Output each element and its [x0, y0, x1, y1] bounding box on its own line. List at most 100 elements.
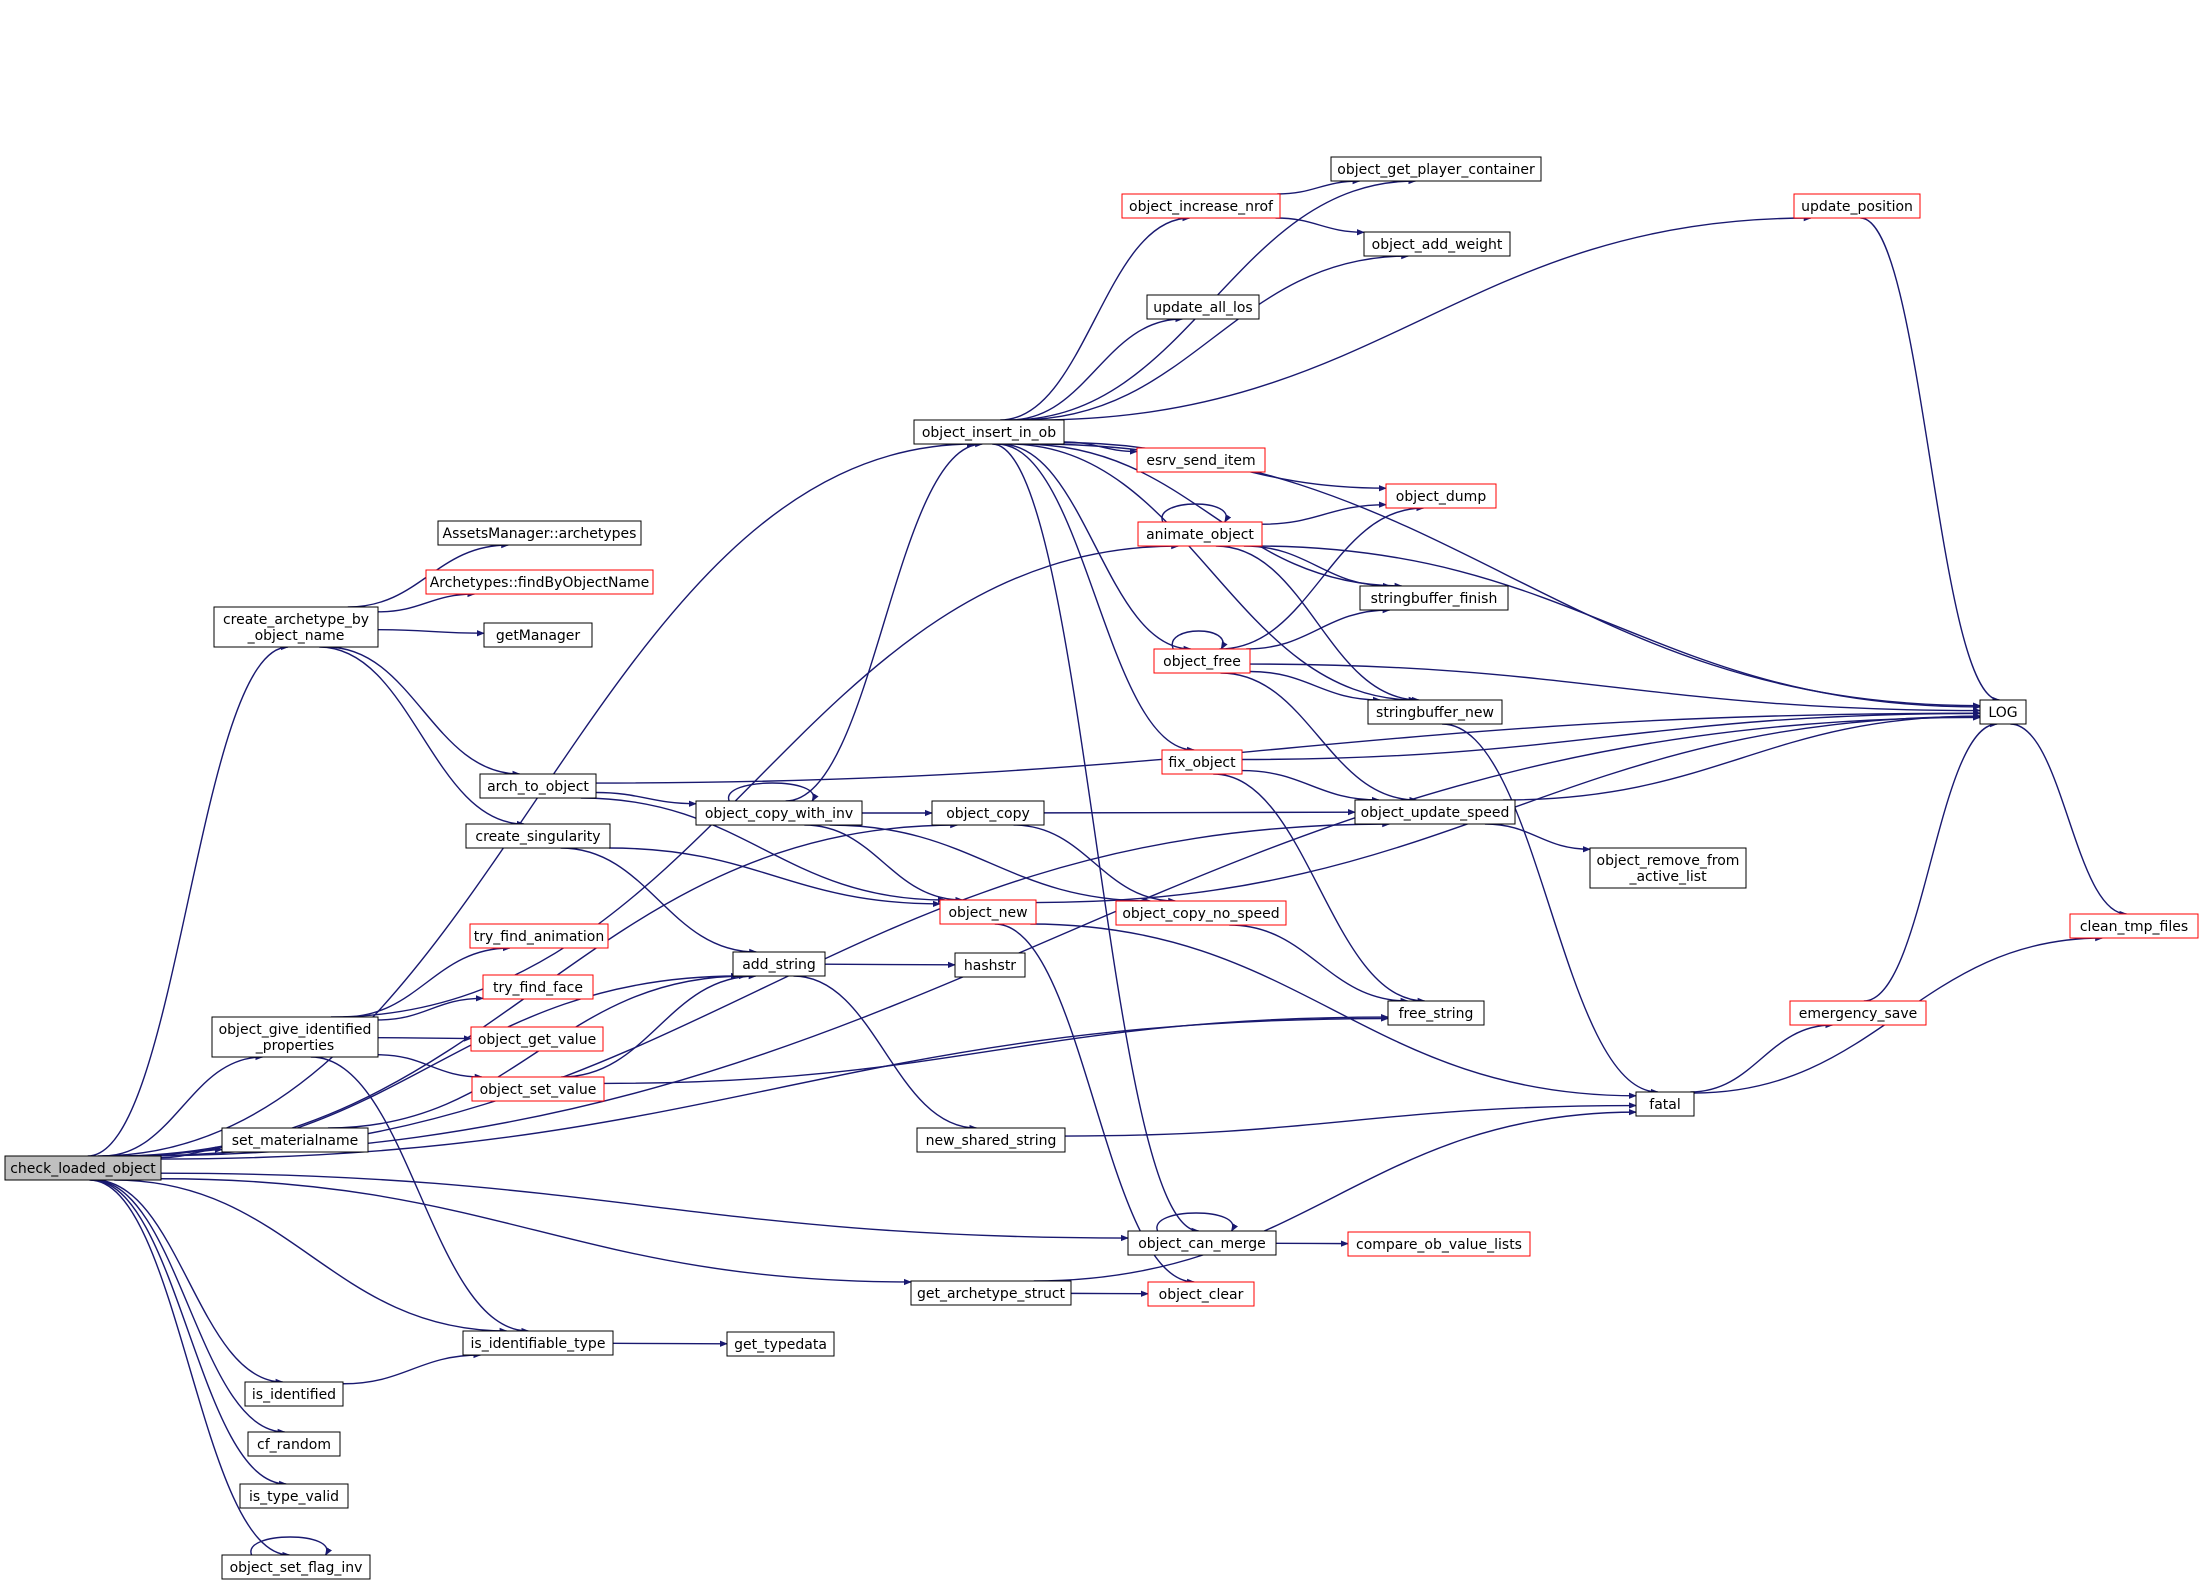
node-object_free[interactable]: object_free: [1153, 648, 1251, 674]
node-box-object_dump[interactable]: [1385, 483, 1497, 509]
node-update_position[interactable]: update_position: [1793, 193, 1921, 219]
node-create_archetype_by_object_name[interactable]: create_archetype_by_object_name: [213, 606, 379, 648]
node-object_set_value[interactable]: object_set_value: [471, 1076, 605, 1102]
node-box-create_singularity[interactable]: [465, 823, 611, 849]
node-box-esrv_send_item[interactable]: [1136, 447, 1266, 473]
node-box-stringbuffer_new[interactable]: [1367, 699, 1503, 725]
node-arch_to_object[interactable]: arch_to_object: [479, 773, 597, 799]
node-box-object_get_value[interactable]: [470, 1026, 604, 1052]
node-add_string[interactable]: add_string: [732, 951, 826, 977]
node-box-object_copy[interactable]: [931, 800, 1045, 826]
node-box-is_identified[interactable]: [244, 1381, 344, 1407]
node-box-fix_object[interactable]: [1161, 749, 1243, 775]
node-box-object_update_speed[interactable]: [1354, 799, 1516, 825]
node-box-object_get_player_container[interactable]: [1330, 156, 1542, 182]
node-box-compare_ob_value_lists[interactable]: [1347, 1231, 1531, 1257]
node-get_archetype_struct[interactable]: get_archetype_struct: [910, 1280, 1072, 1306]
node-set_materialname[interactable]: set_materialname: [221, 1127, 369, 1153]
node-box-get_typedata[interactable]: [726, 1331, 835, 1357]
node-object_dump[interactable]: object_dump: [1385, 483, 1497, 509]
node-is_identifiable_type[interactable]: is_identifiable_type: [462, 1330, 614, 1356]
node-box-object_set_value[interactable]: [471, 1076, 605, 1102]
node-box-AssetsManager_archetypes[interactable]: [437, 520, 642, 546]
node-box-create_archetype_by_object_name[interactable]: [213, 606, 379, 648]
node-LOG[interactable]: LOG: [1979, 699, 2027, 725]
node-compare_ob_value_lists[interactable]: compare_ob_value_lists: [1347, 1231, 1531, 1257]
node-box-object_remove_from_active_list[interactable]: [1589, 847, 1747, 889]
node-box-is_type_valid[interactable]: [239, 1483, 349, 1509]
node-object_set_flag_inv[interactable]: object_set_flag_inv: [221, 1554, 371, 1580]
node-object_remove_from_active_list[interactable]: object_remove_from_active_list: [1589, 847, 1747, 889]
node-box-object_increase_nrof[interactable]: [1121, 193, 1281, 219]
node-object_copy_no_speed[interactable]: object_copy_no_speed: [1115, 900, 1287, 926]
node-box-object_copy_with_inv[interactable]: [695, 800, 863, 826]
node-hashstr[interactable]: hashstr: [954, 952, 1026, 978]
node-object_update_speed[interactable]: object_update_speed: [1354, 799, 1516, 825]
node-object_get_value[interactable]: object_get_value: [470, 1026, 604, 1052]
node-stringbuffer_new[interactable]: stringbuffer_new: [1367, 699, 1503, 725]
node-box-animate_object[interactable]: [1137, 521, 1263, 547]
node-box-add_string[interactable]: [732, 951, 826, 977]
node-try_find_face[interactable]: try_find_face: [482, 974, 594, 1000]
node-box-update_all_los[interactable]: [1146, 294, 1260, 320]
node-check_loaded_object[interactable]: check_loaded_object: [4, 1155, 162, 1181]
node-object_clear[interactable]: object_clear: [1147, 1281, 1255, 1307]
node-box-free_string[interactable]: [1387, 1000, 1485, 1026]
node-box-Archetypes_findByObjectName[interactable]: [425, 569, 654, 595]
node-fatal[interactable]: fatal: [1635, 1091, 1695, 1117]
node-object_new[interactable]: object_new: [939, 899, 1037, 925]
node-emergency_save[interactable]: emergency_save: [1789, 1000, 1927, 1026]
node-AssetsManager_archetypes[interactable]: AssetsManager::archetypes: [437, 520, 642, 546]
node-new_shared_string[interactable]: new_shared_string: [916, 1127, 1066, 1153]
node-box-object_can_merge[interactable]: [1127, 1230, 1277, 1256]
node-update_all_los[interactable]: update_all_los: [1146, 294, 1260, 320]
node-box-arch_to_object[interactable]: [479, 773, 597, 799]
node-box-check_loaded_object[interactable]: [4, 1155, 162, 1181]
node-box-object_new[interactable]: [939, 899, 1037, 925]
node-Archetypes_findByObjectName[interactable]: Archetypes::findByObjectName: [425, 569, 654, 595]
node-fix_object[interactable]: fix_object: [1161, 749, 1243, 775]
node-getManager[interactable]: getManager: [483, 622, 593, 648]
node-free_string[interactable]: free_string: [1387, 1000, 1485, 1026]
node-animate_object[interactable]: animate_object: [1137, 521, 1263, 547]
node-box-update_position[interactable]: [1793, 193, 1921, 219]
node-is_type_valid[interactable]: is_type_valid: [239, 1483, 349, 1509]
node-box-try_find_animation[interactable]: [469, 923, 609, 949]
node-try_find_animation[interactable]: try_find_animation: [469, 923, 609, 949]
node-box-new_shared_string[interactable]: [916, 1127, 1066, 1153]
node-get_typedata[interactable]: get_typedata: [726, 1331, 835, 1357]
node-is_identified[interactable]: is_identified: [244, 1381, 344, 1407]
node-clean_tmp_files[interactable]: clean_tmp_files: [2069, 913, 2199, 939]
node-box-cf_random[interactable]: [247, 1431, 341, 1457]
node-create_singularity[interactable]: create_singularity: [465, 823, 611, 849]
node-box-stringbuffer_finish[interactable]: [1359, 585, 1509, 611]
node-object_can_merge[interactable]: object_can_merge: [1127, 1230, 1277, 1256]
node-cf_random[interactable]: cf_random: [247, 1431, 341, 1457]
node-esrv_send_item[interactable]: esrv_send_item: [1136, 447, 1266, 473]
node-box-object_copy_no_speed[interactable]: [1115, 900, 1287, 926]
node-object_copy[interactable]: object_copy: [931, 800, 1045, 826]
node-object_give_identified_properties[interactable]: object_give_identified_properties: [211, 1016, 379, 1058]
node-box-object_insert_in_ob[interactable]: [913, 419, 1065, 445]
node-box-object_free[interactable]: [1153, 648, 1251, 674]
node-box-try_find_face[interactable]: [482, 974, 594, 1000]
node-box-get_archetype_struct[interactable]: [910, 1280, 1072, 1306]
node-box-fatal[interactable]: [1635, 1091, 1695, 1117]
node-object_increase_nrof[interactable]: object_increase_nrof: [1121, 193, 1281, 219]
node-box-hashstr[interactable]: [954, 952, 1026, 978]
node-box-set_materialname[interactable]: [221, 1127, 369, 1153]
node-stringbuffer_finish[interactable]: stringbuffer_finish: [1359, 585, 1509, 611]
node-object_insert_in_ob[interactable]: object_insert_in_ob: [913, 419, 1065, 445]
node-box-getManager[interactable]: [483, 622, 593, 648]
node-box-LOG[interactable]: [1979, 699, 2027, 725]
node-box-is_identifiable_type[interactable]: [462, 1330, 614, 1356]
node-object_copy_with_inv[interactable]: object_copy_with_inv: [695, 800, 863, 826]
node-box-object_clear[interactable]: [1147, 1281, 1255, 1307]
node-object_add_weight[interactable]: object_add_weight: [1363, 231, 1511, 257]
node-object_get_player_container[interactable]: object_get_player_container: [1330, 156, 1542, 182]
node-box-object_add_weight[interactable]: [1363, 231, 1511, 257]
node-box-emergency_save[interactable]: [1789, 1000, 1927, 1026]
node-box-object_set_flag_inv[interactable]: [221, 1554, 371, 1580]
node-box-clean_tmp_files[interactable]: [2069, 913, 2199, 939]
node-box-object_give_identified_properties[interactable]: [211, 1016, 379, 1058]
